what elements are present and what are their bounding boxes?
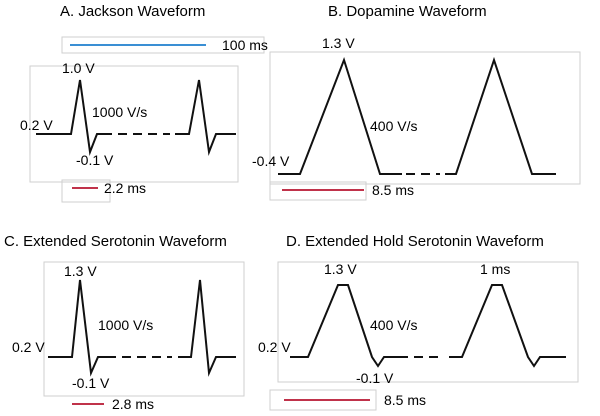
panel-a-waveform-1 (36, 79, 112, 156)
panel-c-frame (43, 261, 245, 397)
panel-d-waveform-2 (449, 284, 566, 368)
panel-c: C. Extended Serotonin Waveform 1.3 V 0.2… (4, 233, 245, 412)
panel-a-scan-rate-label: 1000 V/s (92, 104, 147, 120)
panel-d-hold-time-label: 1 ms (480, 261, 510, 277)
panel-a-title: A. Jackson Waveform (60, 3, 205, 20)
panel-a-frame (29, 65, 239, 183)
panel-b-peak-label: 1.3 V (322, 35, 355, 51)
panel-d: D. Extended Hold Serotonin Waveform 1.3 … (258, 233, 579, 411)
panel-c-trough-label: -0.1 V (72, 375, 110, 391)
panel-b-hold-label: -0.4 V (252, 153, 290, 169)
panel-c-title: C. Extended Serotonin Waveform (4, 233, 227, 250)
panel-a-hold-label: 0.2 V (20, 117, 53, 133)
panel-a-duration-label: 2.2 ms (104, 180, 146, 196)
panel-d-title: D. Extended Hold Serotonin Waveform (286, 233, 544, 250)
panel-d-frame (277, 261, 579, 383)
panel-a-trough-label: -0.1 V (76, 152, 114, 168)
panel-b-frame (269, 51, 581, 185)
panel-c-scan-rate-label: 1000 V/s (98, 317, 153, 333)
panel-d-hold-label: 0.2 V (258, 339, 291, 355)
panel-a-duration-frame (61, 179, 111, 203)
panel-d-peak-label: 1.3 V (324, 261, 357, 277)
panel-b-waveform-2 (445, 56, 556, 175)
panel-b-title: B. Dopamine Waveform (328, 3, 487, 20)
panel-c-duration-label: 2.8 ms (112, 396, 154, 412)
panel-b-waveform-1 (278, 56, 402, 175)
panel-b-scan-rate-label: 400 V/s (370, 118, 417, 134)
panel-c-peak-label: 1.3 V (64, 263, 97, 279)
panel-a-scale-frame (61, 36, 265, 54)
panel-b-duration-label: 8.5 ms (372, 182, 414, 198)
panel-d-trough-label: -0.1 V (356, 370, 394, 386)
panel-a-scale-label: 100 ms (222, 37, 268, 53)
panel-d-waveform-1 (290, 284, 408, 368)
panel-a: A. Jackson Waveform 100 ms 1.0 V 0.2 V -… (20, 3, 268, 203)
panel-b: B. Dopamine Waveform 1.3 V -0.4 V 400 V/… (252, 3, 581, 201)
panel-c-waveform-2 (178, 279, 236, 377)
panel-c-hold-label: 0.2 V (12, 339, 45, 355)
panel-a-waveform-2 (175, 79, 236, 156)
panel-b-duration-frame (269, 181, 367, 201)
panel-c-waveform-1 (48, 279, 116, 377)
panel-d-scan-rate-label: 400 V/s (370, 317, 417, 333)
panel-a-peak-label: 1.0 V (62, 60, 95, 76)
panel-d-duration-frame (269, 389, 377, 411)
panel-d-duration-label: 8.5 ms (384, 392, 426, 408)
